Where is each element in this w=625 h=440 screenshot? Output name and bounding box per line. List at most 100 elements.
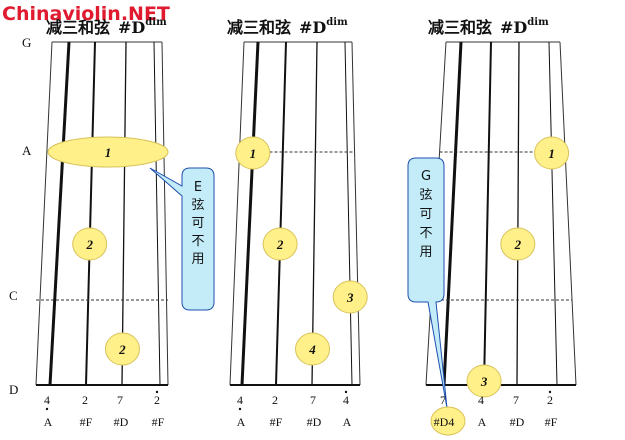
finger-marker-shape bbox=[430, 406, 466, 436]
string-number: 4 bbox=[44, 393, 50, 407]
string-1 bbox=[442, 41, 463, 386]
note-name: A bbox=[44, 415, 53, 429]
octave-dot-below bbox=[45, 407, 49, 411]
diagrams: 减三和弦#DdimE弦可不用1224A2#F7#D2#F减三和弦#Ddim123… bbox=[35, 17, 577, 436]
string-4 bbox=[344, 41, 353, 386]
string-annotation: 2#F bbox=[80, 393, 93, 429]
title-main: 减三和弦 bbox=[227, 18, 291, 37]
note-name: A bbox=[237, 415, 246, 429]
title-chord: #D bbox=[500, 18, 527, 37]
octave-dot-above bbox=[344, 390, 348, 394]
string-number: 4 bbox=[478, 393, 484, 407]
string-2 bbox=[483, 41, 492, 386]
finger-number: 1 bbox=[105, 145, 112, 160]
string-annotation: 4A bbox=[343, 390, 352, 429]
fingerboard-edge-right bbox=[161, 41, 169, 386]
callout-bubble bbox=[149, 167, 215, 311]
note-name: #D bbox=[510, 415, 525, 429]
string-4 bbox=[548, 41, 558, 386]
finger-number: 2 bbox=[85, 237, 93, 252]
string-annotation: 7#D4 bbox=[434, 393, 455, 429]
string-3 bbox=[311, 41, 318, 386]
string-annotation: 7 #D bbox=[307, 393, 322, 429]
string-number: 7 bbox=[310, 393, 316, 407]
callout-text: 不 bbox=[191, 234, 204, 249]
finger-marker-shape bbox=[72, 227, 108, 261]
title-sup: dim bbox=[326, 17, 348, 28]
finger-number: 3 bbox=[346, 290, 354, 305]
octave-dot-above bbox=[155, 390, 159, 394]
diagram-title: 减三和弦#Ddim bbox=[428, 17, 549, 37]
string-number: 7 bbox=[440, 393, 446, 407]
title-sup: dim bbox=[145, 17, 167, 28]
title-chord: #D bbox=[118, 18, 145, 37]
fret-label-g: G bbox=[22, 35, 31, 50]
note-name: #D bbox=[114, 415, 129, 429]
callout-text: G bbox=[421, 169, 431, 184]
fret-label-c: C bbox=[9, 288, 18, 303]
finger-number: 2 bbox=[118, 342, 126, 357]
string-1 bbox=[240, 41, 260, 386]
finger-marker-shape bbox=[466, 364, 502, 398]
fingerboard-edge-right bbox=[559, 41, 577, 386]
finger-marker-shape bbox=[295, 332, 331, 366]
string-annotation: 7#D bbox=[510, 393, 525, 429]
finger-marker-shape bbox=[262, 227, 298, 261]
diagram-title: 减三和弦#Ddim bbox=[227, 17, 348, 37]
note-name: A bbox=[478, 415, 487, 429]
note-name: #D bbox=[307, 415, 322, 429]
string-number: 4 bbox=[343, 393, 349, 407]
callout-text: E bbox=[194, 180, 202, 195]
note-name: #F bbox=[270, 415, 283, 429]
string-number: 7 bbox=[117, 393, 123, 407]
fret-label-d: D bbox=[9, 382, 18, 397]
string-number: 2 bbox=[154, 393, 160, 407]
finger-number: 2 bbox=[514, 237, 522, 252]
finger-number: 1 bbox=[250, 146, 257, 161]
finger-marker-shape bbox=[500, 227, 536, 261]
string-annotation: 7 #D bbox=[114, 393, 129, 429]
finger-number: 2 bbox=[276, 237, 284, 252]
string-annotation: 2 #F bbox=[152, 390, 165, 429]
finger-marker-shape bbox=[332, 280, 368, 314]
octave-dot-below bbox=[238, 407, 242, 411]
finger-marker-shape bbox=[534, 136, 570, 170]
finger-marker: 1 bbox=[235, 136, 271, 170]
octave-dot-above bbox=[548, 390, 552, 394]
callout-text: 弦 bbox=[191, 197, 204, 213]
string-2 bbox=[275, 41, 287, 386]
watermark: Chinaviolin.NET bbox=[2, 3, 170, 25]
finger-marker: 2 bbox=[500, 227, 536, 261]
finger-marker-shape bbox=[47, 136, 169, 168]
finger-marker: 2 bbox=[262, 227, 298, 261]
string-annotation: 4A bbox=[237, 393, 246, 429]
string-annotation: 4A bbox=[44, 393, 53, 429]
note-name: #F bbox=[152, 415, 165, 429]
string-4 bbox=[153, 41, 161, 386]
string-annotation: 4A bbox=[478, 393, 487, 429]
string-annotation: 2#F bbox=[270, 393, 283, 429]
finger-marker: 3 bbox=[466, 364, 502, 398]
callout-text: 可 bbox=[419, 207, 432, 222]
diagram-title: 减三和弦#Ddim bbox=[46, 17, 167, 37]
fingerboard-edge-left bbox=[229, 41, 245, 386]
finger-number: 1 bbox=[548, 146, 555, 161]
string-1 bbox=[48, 41, 71, 386]
callout-text: 可 bbox=[191, 216, 204, 231]
callout-text: 用 bbox=[191, 252, 204, 267]
string-2 bbox=[85, 41, 96, 386]
string-number: 2 bbox=[82, 393, 88, 407]
callout-text: 弦 bbox=[419, 187, 432, 203]
fingerboard-edge-right bbox=[351, 41, 361, 386]
finger-number: 4 bbox=[308, 342, 316, 357]
string-3 bbox=[121, 41, 127, 386]
finger-marker: 2 bbox=[104, 332, 140, 366]
string-number: 4 bbox=[237, 393, 243, 407]
note-name: #F bbox=[545, 415, 558, 429]
